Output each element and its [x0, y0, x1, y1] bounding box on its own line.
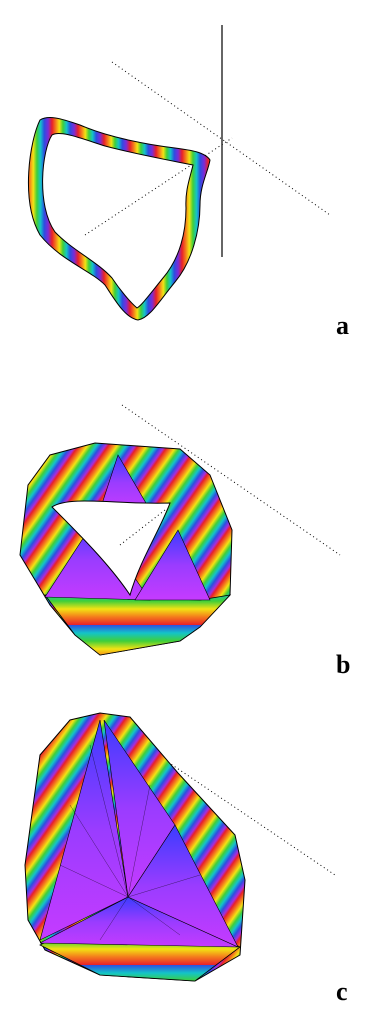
mobius-strip — [28, 118, 210, 320]
folded-triangular-surface-figure — [0, 685, 365, 1013]
panel-a: a — [0, 0, 365, 345]
dotted-axis-1 — [112, 62, 330, 215]
panel-label-a: a — [336, 313, 349, 339]
panel-label-b: b — [336, 652, 350, 678]
mobius-strip-figure — [0, 0, 365, 345]
folded-strip-figure — [0, 345, 365, 685]
bottom-band — [45, 595, 230, 655]
panel-label-c: c — [336, 979, 348, 1005]
panel-c: c — [0, 685, 365, 1013]
panel-b: b — [0, 345, 365, 685]
